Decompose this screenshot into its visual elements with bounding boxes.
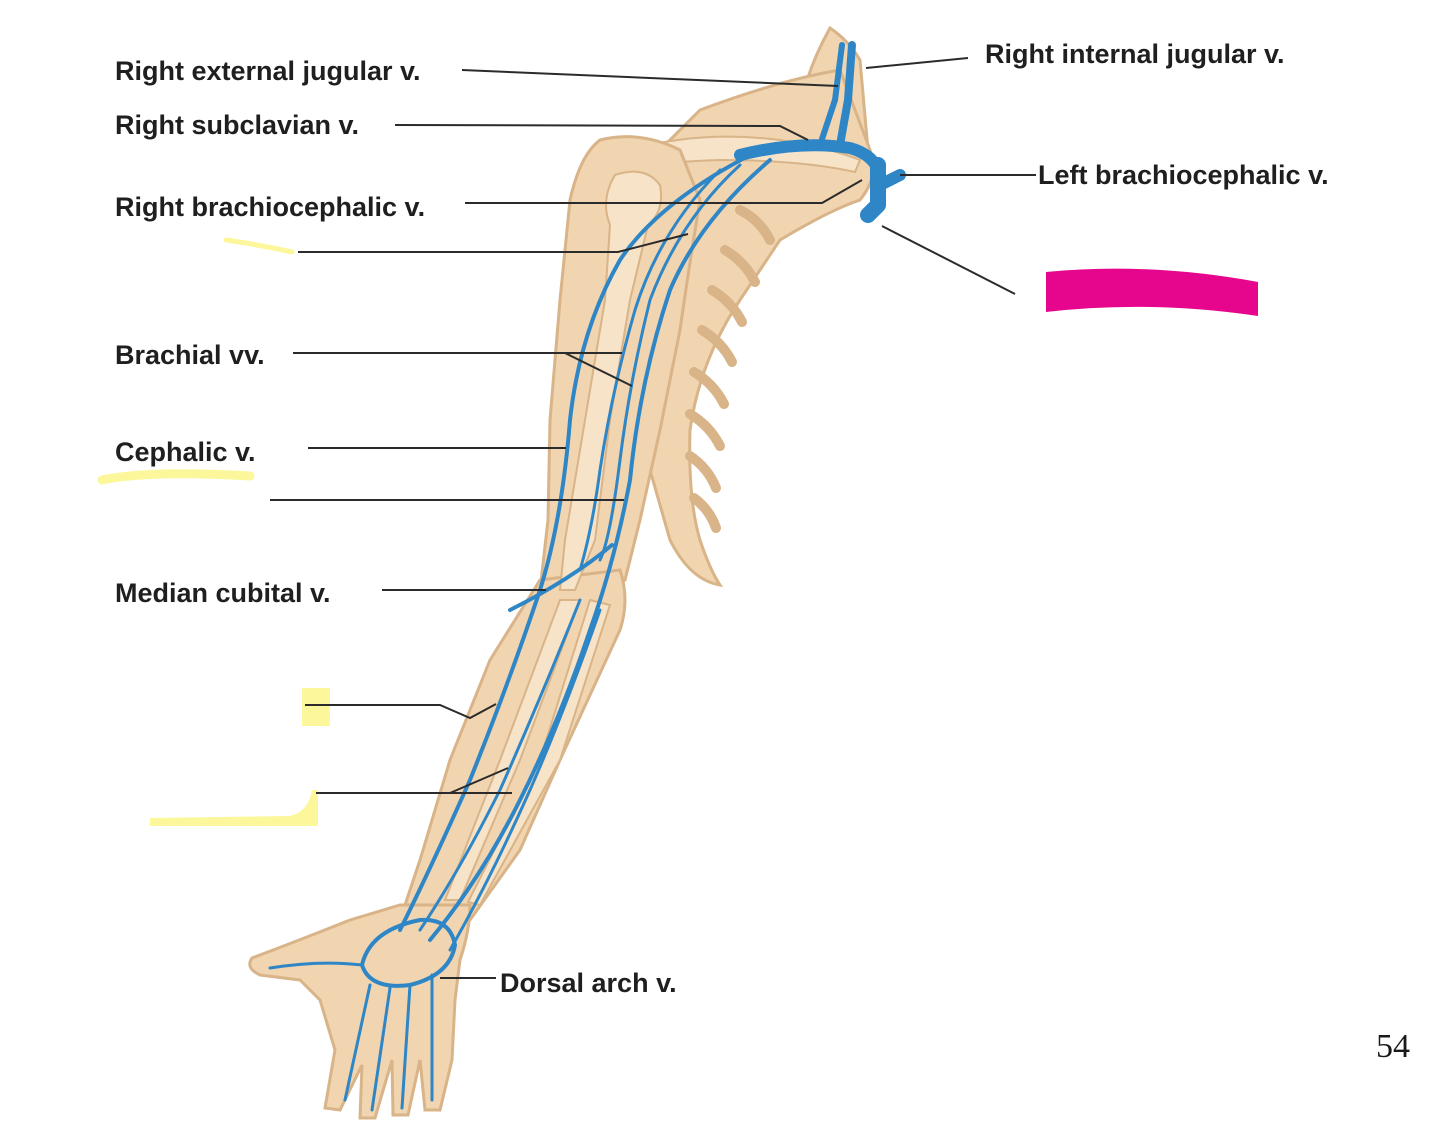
basilic-vein — [428, 158, 772, 942]
label-right-internal-jugular-v: Right internal jugular v. — [985, 39, 1285, 69]
label-right-brachiocephalic-v: Right brachiocephalic v. — [115, 192, 426, 222]
leader-lines — [270, 57, 1036, 979]
label-dorsal-arch-v: Dorsal arch v. — [500, 968, 677, 998]
yellow-mark-box — [302, 688, 330, 726]
label-cephalic-v: Cephalic v. — [115, 437, 256, 467]
leader-right-external-jugular — [461, 69, 839, 87]
label-left-brachiocephalic-v: Left brachiocephalic v. — [1038, 160, 1329, 190]
brachiocephalic-vein — [860, 157, 886, 223]
left-brachiocephalic-stub — [874, 169, 906, 191]
yellow-mark-cephalic — [97, 469, 255, 485]
leader-right-internal-jugular — [865, 57, 969, 69]
forearm-vein-a — [418, 598, 582, 932]
brachial-vein-b — [578, 168, 722, 572]
leader-right-brachiocephalic — [465, 179, 863, 204]
cephalic-vein — [398, 148, 762, 932]
hand — [248, 903, 472, 1120]
median-cubital-vein — [508, 543, 614, 612]
rib-curves — [685, 205, 775, 533]
yellow-mark-lower — [150, 790, 318, 826]
label-right-subclavian-v: Right subclavian v. — [115, 110, 360, 140]
brachial-vein-a — [598, 163, 742, 562]
label-right-external-jugular-v: Right external jugular v. — [115, 56, 421, 86]
page-number: 54 — [1376, 1028, 1410, 1065]
label-median-cubital-v: Median cubital v. — [115, 578, 331, 608]
external-jugular-vein — [817, 42, 845, 148]
internal-jugular-vein — [836, 41, 856, 149]
leader-right-subclavian — [394, 124, 809, 141]
leader-brachial — [293, 352, 633, 387]
leader-unlabeled-upper — [298, 233, 689, 253]
magenta-marker — [1046, 268, 1258, 316]
leader-unlabeled-forearm-a — [305, 703, 497, 720]
finger-veins — [268, 961, 434, 1112]
yellow-mark-upper — [223, 237, 295, 255]
highlighter-marks — [97, 237, 330, 826]
label-brachial-vv: Brachial vv. — [115, 340, 265, 370]
forearm-vein-b — [448, 608, 602, 952]
vein-network — [268, 41, 906, 1112]
leader-unlabeled-forearm-b — [316, 767, 512, 794]
leader-unlabeled-magenta — [881, 225, 1016, 295]
